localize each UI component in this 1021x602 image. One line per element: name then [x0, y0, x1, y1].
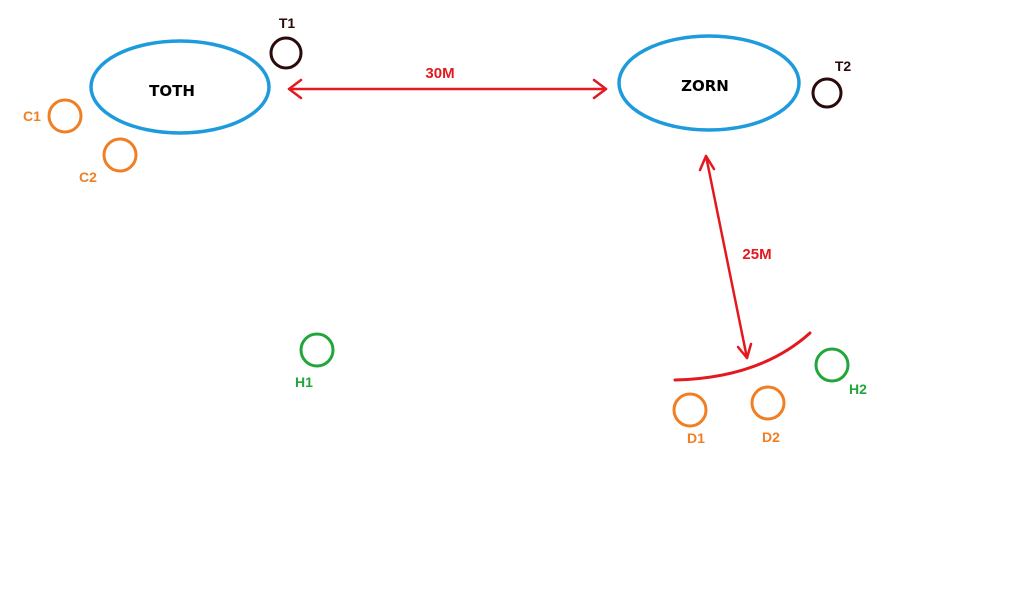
distance-arrow-toth-zorn: [287, 78, 608, 100]
marker-c1-label: C1: [23, 108, 41, 124]
boss-toth-ellipse: [89, 39, 271, 135]
marker-c2-circle: [102, 137, 138, 173]
distance-label-toth-zorn: 30M: [425, 65, 454, 82]
marker-d2-label: D2: [762, 429, 780, 445]
marker-h1-circle: [299, 332, 335, 368]
marker-c1-circle: [47, 98, 83, 134]
marker-h2-label: H2: [849, 381, 867, 397]
marker-d1-circle: [672, 392, 708, 428]
marker-h1-label: H1: [295, 374, 313, 390]
marker-t1-circle: [269, 36, 303, 70]
distance-arrow-zorn-line: [698, 154, 753, 360]
marker-c2-label: C2: [79, 169, 97, 185]
marker-t2-label: T2: [835, 58, 852, 74]
marker-d2-circle: [750, 385, 786, 421]
distance-label-zorn-line: 25M: [742, 246, 771, 263]
position-line: [673, 331, 812, 382]
boss-toth-label: TOTH: [149, 82, 195, 100]
marker-d1-label: D1: [687, 430, 705, 446]
marker-t2-circle: [811, 77, 843, 109]
marker-h2-circle: [814, 347, 850, 383]
marker-t1-label: T1: [279, 15, 296, 31]
boss-zorn-label: ZORN: [681, 77, 729, 95]
boss-zorn-ellipse: [617, 34, 801, 132]
